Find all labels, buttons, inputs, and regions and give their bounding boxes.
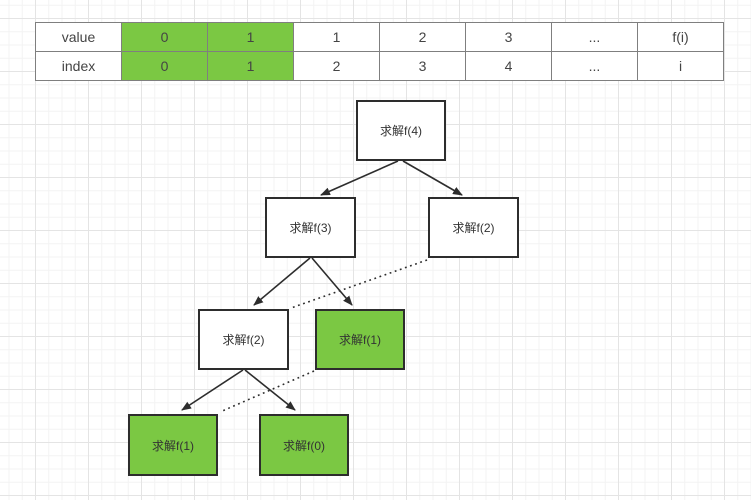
edge-f2left-f1left	[181, 369, 244, 411]
table-cell: 3	[465, 22, 552, 52]
tree-node-f2-right: 求解f(2)	[428, 197, 519, 258]
table-cell: 3	[379, 51, 466, 81]
tree-node-f2-left: 求解f(2)	[198, 309, 289, 370]
edge-f2left-f0	[244, 369, 296, 411]
table-cell-highlighted: 1	[207, 51, 294, 81]
edge-f4-f2right	[402, 160, 463, 196]
table-cell-highlighted: 0	[121, 22, 208, 52]
dotted-link-f1right-f1left	[219, 370, 315, 413]
tree-node-f0: 求解f(0)	[259, 414, 349, 476]
table-cell: ...	[551, 51, 638, 81]
table-cell: 4	[465, 51, 552, 81]
table-header-cell: index	[35, 51, 122, 81]
table-row-index: index 0 1 2 3 4 ... i	[35, 51, 724, 81]
fibonacci-table: value 0 1 1 2 3 ... f(i) index 0 1 2 3 4…	[35, 22, 724, 81]
table-cell: 2	[379, 22, 466, 52]
tree-node-f1-left: 求解f(1)	[128, 414, 218, 476]
tree-node-f3: 求解f(3)	[265, 197, 356, 258]
table-cell: ...	[551, 22, 638, 52]
table-cell: 2	[293, 51, 380, 81]
table-cell-highlighted: 1	[207, 22, 294, 52]
table-cell: 1	[293, 22, 380, 52]
table-cell-highlighted: 0	[121, 51, 208, 81]
edge-f3-f1right	[311, 257, 353, 306]
edge-f3-f2left	[253, 257, 311, 306]
tree-node-f4: 求解f(4)	[356, 100, 446, 161]
dotted-link-f2right-f2left	[290, 259, 428, 309]
tree-node-f1-right: 求解f(1)	[315, 309, 405, 370]
table-cell: f(i)	[637, 22, 724, 52]
table-header-cell: value	[35, 22, 122, 52]
edge-f4-f3	[320, 160, 399, 196]
table-row-value: value 0 1 1 2 3 ... f(i)	[35, 22, 724, 52]
table-cell: i	[637, 51, 724, 81]
